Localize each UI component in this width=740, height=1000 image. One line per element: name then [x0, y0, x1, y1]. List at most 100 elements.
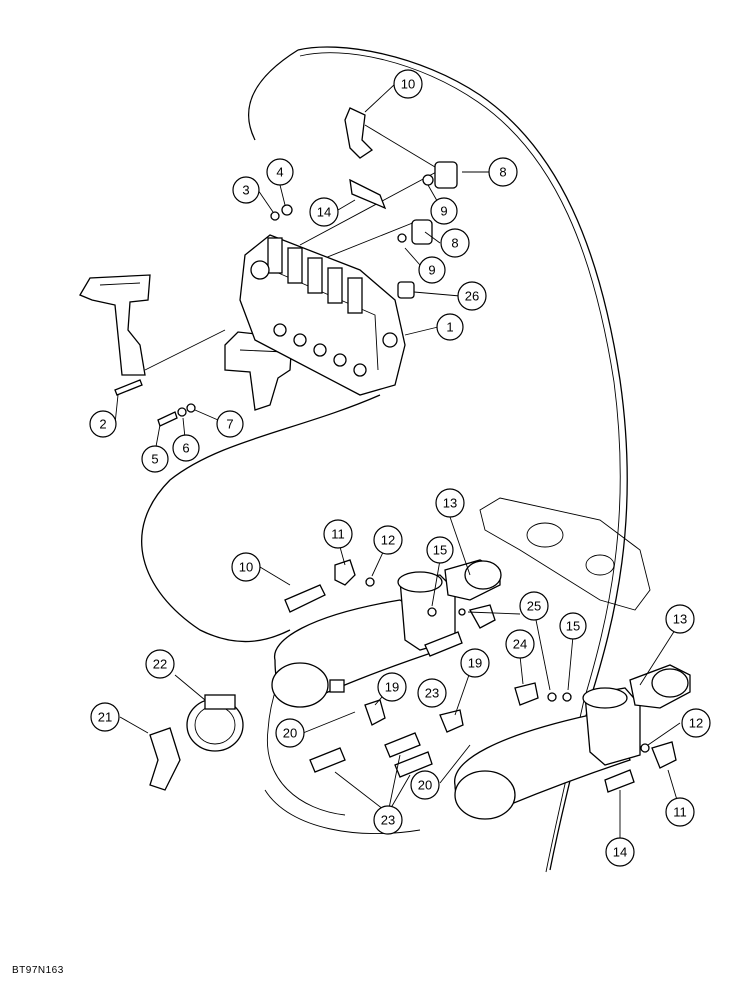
bolt-5: [157, 411, 178, 427]
svg-text:9: 9: [428, 263, 435, 278]
fitting-10-top: [344, 107, 374, 159]
callout-20-lower: 20: [410, 770, 440, 800]
fitting-23-c: [394, 751, 433, 778]
callout-20-upper: 20: [275, 718, 305, 748]
svg-text:8: 8: [499, 165, 506, 180]
hose-to-fitting-8b: [319, 219, 421, 261]
callout-9-lower: 9: [418, 256, 446, 284]
washer-6: [177, 407, 187, 417]
svg-text:19: 19: [385, 680, 399, 695]
callout-25: 25: [519, 591, 549, 621]
callout-1: 1: [436, 313, 464, 341]
fitting-23-b: [384, 732, 421, 758]
hose-lower-left: [141, 394, 381, 643]
callout-23-lower: 23: [373, 805, 403, 835]
callout-4: 4: [266, 158, 294, 186]
svg-text:26: 26: [465, 289, 479, 304]
fitting-23-upper: [424, 631, 463, 657]
callout-21: 21: [90, 702, 120, 732]
svg-text:25: 25: [527, 599, 541, 614]
callout-6: 6: [172, 434, 200, 462]
elbow-11-upper: [334, 559, 356, 586]
svg-text:4: 4: [276, 165, 283, 180]
svg-text:11: 11: [331, 527, 345, 542]
elbow-19-lower: [439, 709, 464, 733]
callout-13-lower: 13: [665, 604, 695, 634]
svg-text:14: 14: [613, 845, 627, 860]
svg-text:12: 12: [381, 533, 395, 548]
callout-10-mid: 10: [231, 552, 261, 582]
callout-3: 3: [232, 176, 260, 204]
hose-to-fitting-10: [364, 124, 441, 171]
svg-text:2: 2: [99, 417, 106, 432]
callout-8-upper: 8: [488, 157, 518, 187]
fitting-10-mid: [284, 584, 326, 613]
svg-text:9: 9: [440, 204, 447, 219]
callout-19-upper: 19: [377, 672, 407, 702]
callout-15-lower: 15: [559, 612, 587, 640]
elbow-11-lower: [651, 741, 677, 769]
callout-14-top: 14: [309, 197, 339, 227]
callout-8-lower: 8: [440, 228, 470, 258]
svg-text:19: 19: [468, 656, 482, 671]
fitting-15-upper: [427, 607, 437, 617]
svg-text:8: 8: [451, 236, 458, 251]
callout-13-upper: 13: [435, 488, 465, 518]
svg-text:1: 1: [446, 320, 453, 335]
cylinder-lower: [454, 664, 691, 820]
svg-text:10: 10: [239, 560, 253, 575]
svg-text:7: 7: [226, 417, 233, 432]
callout-24: 24: [505, 629, 535, 659]
bracket-left: [79, 274, 151, 376]
bolt-2: [114, 379, 143, 396]
svg-text:24: 24: [513, 637, 527, 652]
fitting-24-lower: [514, 682, 539, 706]
hose-clamp-22: [186, 694, 244, 752]
callout-7: 7: [216, 410, 244, 438]
svg-text:13: 13: [673, 612, 687, 627]
hose-bottom-arc: [264, 789, 421, 835]
hose-to-fitting-8: [299, 169, 441, 246]
hose-guard-21: [149, 727, 181, 791]
callout-10-top: 10: [393, 69, 423, 99]
oring-25-lower: [547, 692, 557, 702]
svg-text:20: 20: [418, 778, 432, 793]
callout-14-lower: 14: [605, 837, 635, 867]
svg-text:10: 10: [401, 77, 415, 92]
fitting-15-lower: [562, 692, 572, 702]
svg-text:13: 13: [443, 496, 457, 511]
svg-text:15: 15: [566, 619, 580, 634]
lift-arm: [479, 497, 651, 611]
callout-19-lower: 19: [460, 648, 490, 678]
svg-text:12: 12: [689, 716, 703, 731]
elbow-24: [469, 604, 496, 629]
drawing-code: BT97N163: [12, 965, 64, 976]
svg-text:14: 14: [317, 205, 331, 220]
svg-text:5: 5: [151, 452, 158, 467]
svg-text:11: 11: [673, 805, 687, 820]
callout-11-upper: 11: [323, 519, 353, 549]
washer-3: [270, 211, 280, 221]
washer-7: [186, 403, 196, 413]
callout-9-upper: 9: [430, 197, 458, 225]
svg-text:20: 20: [283, 726, 297, 741]
fitting-8-upper: [422, 161, 458, 189]
svg-text:15: 15: [433, 543, 447, 558]
control-valve: [239, 234, 406, 396]
cylinder-upper: [271, 559, 502, 708]
callout-5: 5: [141, 445, 169, 473]
oring-12-lower: [640, 743, 650, 753]
svg-text:22: 22: [153, 657, 167, 672]
plug-26: [397, 281, 415, 299]
callout-22: 22: [145, 649, 175, 679]
callout-12-upper: 12: [373, 525, 403, 555]
callout-23-upper: 23: [417, 678, 447, 708]
callout-26: 26: [457, 281, 487, 311]
fitting-8-lower: [397, 219, 433, 245]
callout-2: 2: [89, 410, 117, 438]
svg-text:23: 23: [381, 813, 395, 828]
nut-4: [281, 204, 293, 216]
callout-12-lower: 12: [681, 708, 711, 738]
svg-text:23: 23: [425, 686, 439, 701]
